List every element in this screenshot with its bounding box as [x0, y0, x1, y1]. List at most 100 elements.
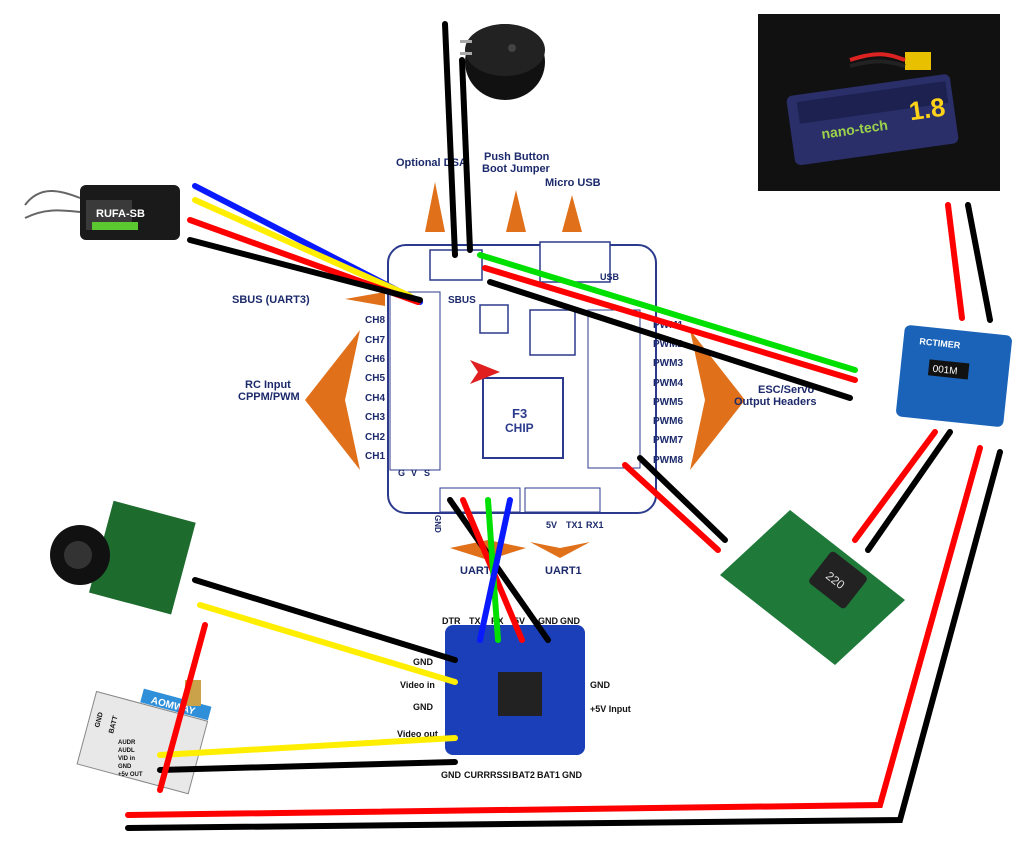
osd-right-label-1: GND [590, 680, 611, 690]
osd-bottom-pin-4: BAT2 [512, 770, 535, 780]
vtx-pin-4: AUDL [118, 748, 135, 754]
rx1-label: RX1 [586, 520, 604, 530]
wire-reg-red-fc [622, 462, 721, 553]
v-label: V [411, 468, 417, 478]
gnd-pin-label: GND [433, 515, 442, 533]
wires [125, 21, 1003, 831]
pdb-brand: RCTIMER [919, 336, 961, 350]
wire-fc-green [477, 252, 858, 373]
push-button-label: Push Button [484, 151, 550, 163]
wire-cam-black [192, 577, 458, 663]
wire-reg-black-fc [637, 455, 728, 543]
wire-fc-red [482, 265, 858, 383]
wire-cam-yellow [197, 602, 458, 685]
osd-bottom-pin-5: BAT1 [537, 770, 560, 780]
osd-left-label-3: GND [413, 702, 434, 712]
g-label: G [398, 468, 405, 478]
wire-batt-black [965, 202, 993, 323]
wire-main-red [125, 445, 983, 818]
osd-right-label-2: +5V Input [590, 704, 631, 714]
power-distribution-board: RCTIMER 001M [896, 325, 1012, 427]
pwm-label-5: PWM5 [653, 397, 683, 408]
wire-rx-black [187, 237, 423, 303]
wire-vtx-black [157, 759, 458, 773]
osd-bottom-pin-3: RSSI [490, 770, 511, 780]
pwm-label-8: PWM8 [653, 455, 683, 466]
ch-label-1: CH8 [365, 315, 385, 326]
vtx-pin-1: GND [94, 712, 105, 729]
flight-controller-board: F3 CHIP CH8 CH7 CH6 CH5 CH4 CH3 CH2 CH1 … [365, 241, 683, 533]
five-v-label: 5V [546, 520, 557, 530]
ch-label-4: CH5 [365, 373, 385, 384]
buzzer [460, 24, 545, 100]
wire-main-black [125, 449, 1003, 831]
chip-label: F3 [512, 406, 527, 421]
vtx-pin-6: GND [118, 764, 132, 770]
osd-top-pin-5: GND [538, 616, 559, 626]
tx1-label: TX1 [566, 520, 583, 530]
wire-uart2-blue [477, 497, 513, 643]
output-headers-label: Output Headers [734, 396, 817, 408]
rc-input-label: RC Input [245, 379, 291, 391]
rc-input-header [389, 291, 441, 471]
battery-photo: nano-tech 1.8 [758, 14, 1000, 191]
ch-label-8: CH1 [365, 451, 385, 462]
osd-bottom-pin-2: CURR [464, 770, 490, 780]
wire-buzzer-black-2 [459, 57, 473, 253]
usb-label: USB [600, 272, 620, 282]
wire-batt-red [945, 202, 965, 321]
osd-left-label-2: Video in [400, 680, 435, 690]
osd-board: DTR TX RX 5V GND GND GND Video in GND Vi… [397, 616, 631, 780]
sbus-uart3-label: SBUS (UART3) [232, 294, 310, 306]
wire-buzzer-black-1 [442, 21, 458, 258]
wire-vtx-yellow [157, 735, 458, 758]
osd-bottom-pin-6: GND [562, 770, 583, 780]
receiver-label: RUFA-SB [96, 208, 145, 220]
s-label: S [424, 468, 430, 478]
pwm-label-2: PWM2 [653, 339, 683, 350]
battery-capacity: 1.8 [907, 92, 947, 127]
osd-top-pin-2: TX [469, 616, 481, 626]
vtx-pin-7: +5v OUT [118, 772, 143, 778]
ch-label-5: CH4 [365, 393, 385, 404]
esc-servo-label: ESC/Servo [758, 384, 815, 396]
voltage-regulator: 220 [720, 510, 905, 665]
ch-label-3: CH6 [365, 354, 385, 365]
vtx-pin-3: AUDR [118, 740, 136, 746]
ch-label-7: CH2 [365, 432, 385, 443]
wire-pdb-black-reg [865, 429, 953, 553]
pwm-label-4: PWM4 [653, 378, 683, 389]
ch-label-6: CH3 [365, 412, 385, 423]
video-transmitter: AOMWAY GND BATT AUDR AUDL VID in GND +5v… [76, 680, 212, 795]
osd-left-label-1: GND [413, 657, 434, 667]
vtx-pin-2: BATT [108, 714, 120, 734]
camera [50, 500, 196, 615]
wire-pdb-red-reg [852, 429, 938, 543]
sbus-pin-label: SBUS [448, 295, 476, 306]
osd-top-pin-1: DTR [442, 616, 461, 626]
osd-bottom-pin-1: GND [441, 770, 462, 780]
osd-left-label-4: Video out [397, 729, 438, 739]
uart2-label: UART2 [460, 565, 497, 577]
wire-vtx-red-up [157, 622, 208, 793]
micro-usb-label: Micro USB [545, 177, 601, 189]
cppm-pwm-label: CPPM/PWM [238, 391, 300, 403]
pwm-label-7: PWM7 [653, 435, 683, 446]
receiver: RUFA-SB [24, 185, 180, 240]
boot-jumper-label: Boot Jumper [482, 163, 551, 175]
optional-dsa-label: Optional DSA [396, 157, 467, 169]
pdb-code: 001M [932, 364, 958, 378]
osd-top-pin-4: 5V [514, 616, 525, 626]
chip-sub-label: CHIP [505, 421, 534, 435]
wire-rx-yellow [192, 197, 413, 299]
vtx-pin-5: VID in [118, 756, 135, 762]
pwm-label-3: PWM3 [653, 358, 683, 369]
wire-fc-black [487, 279, 853, 401]
uart1-label: UART1 [545, 565, 582, 577]
pwm-label-6: PWM6 [653, 416, 683, 427]
pwm-output-header [587, 309, 641, 469]
wire-uart2-black [447, 497, 551, 643]
osd-top-pin-6: GND [560, 616, 581, 626]
ch-label-2: CH7 [365, 335, 385, 346]
